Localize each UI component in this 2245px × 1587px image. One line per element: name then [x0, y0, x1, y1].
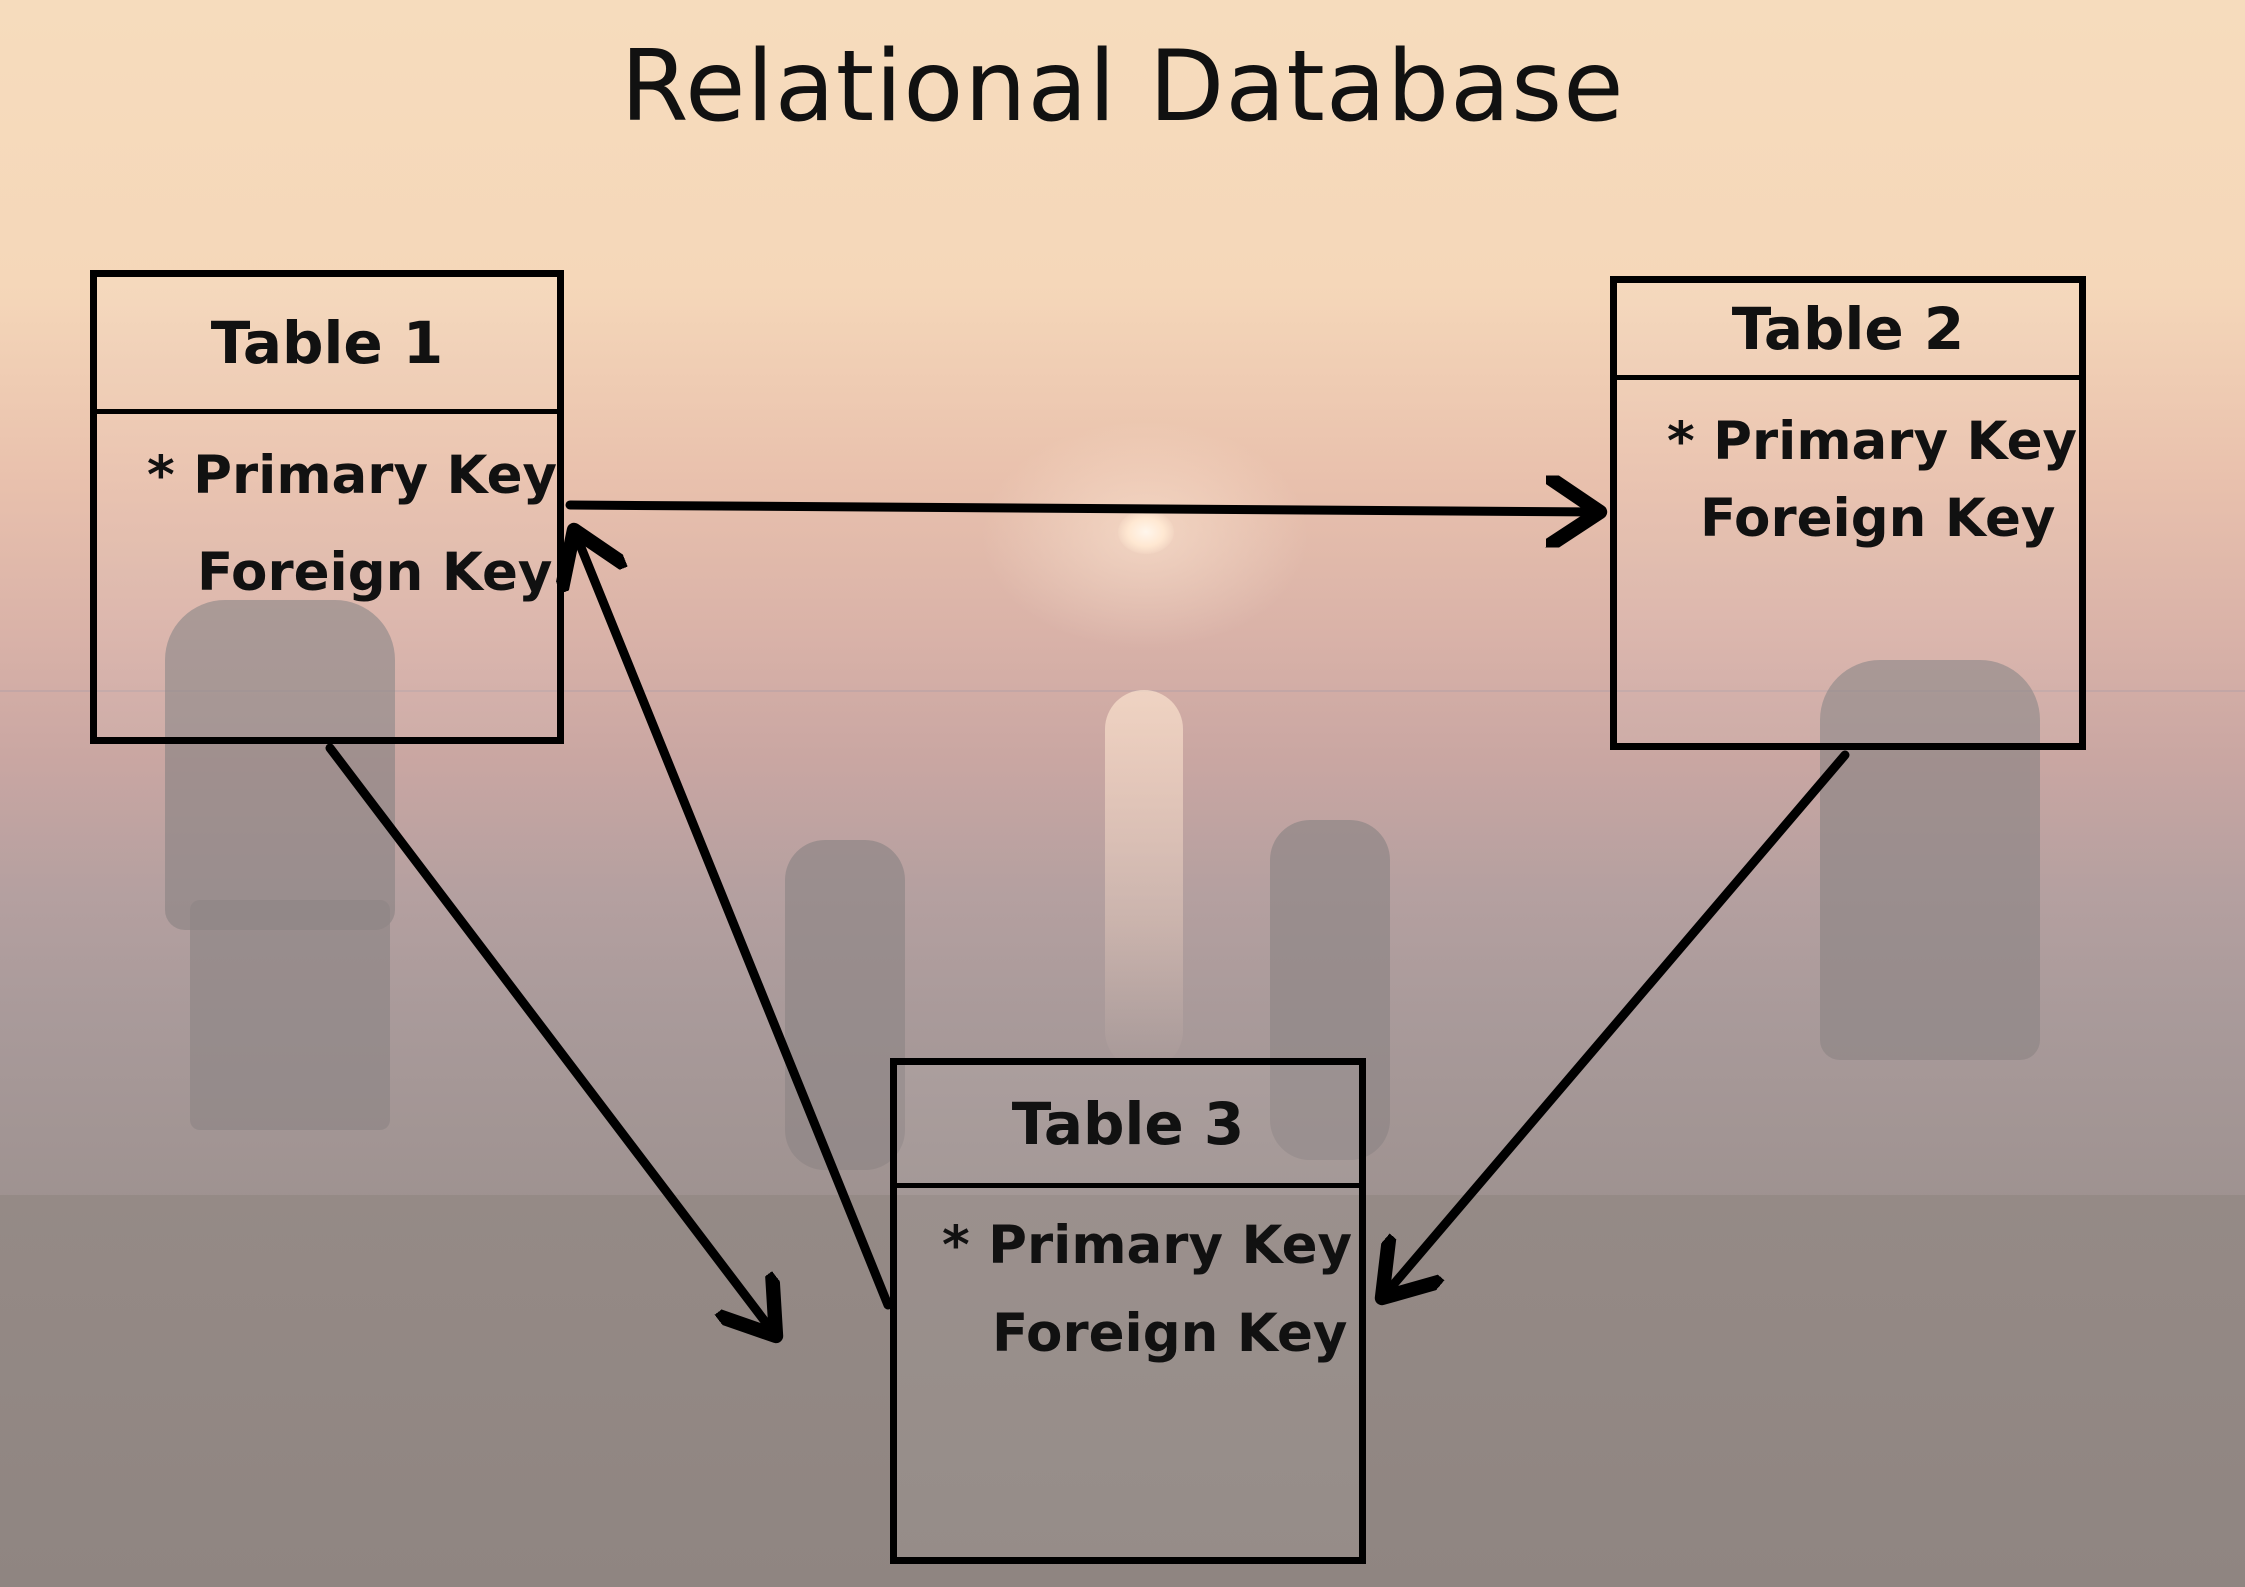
figure-child-right — [1270, 820, 1390, 1160]
figure-adult-left-legs — [190, 900, 390, 1130]
sun — [1118, 510, 1174, 554]
horizon-line — [0, 690, 2245, 692]
table-3-box: Table 3 * Primary Key Foreign Key — [890, 1058, 1366, 1564]
table-2-primary-key: * Primary Key — [1667, 411, 2078, 472]
table-2-header: Table 2 — [1617, 283, 2079, 380]
figure-adult-right — [1820, 660, 2040, 1060]
table-3-primary-key: * Primary Key — [942, 1215, 1353, 1276]
table-2-foreign-key: Foreign Key — [1700, 488, 2056, 549]
arrow-table2-to-table3 — [1382, 750, 1850, 1298]
sun-reflection — [1105, 690, 1183, 1070]
table-1-header: Table 1 — [97, 277, 557, 414]
table-1-box: Table 1 * Primary Key Foreign Key — [90, 270, 564, 744]
arrow-table1-to-table2 — [565, 505, 1600, 512]
diagram-title: Relational Database — [620, 30, 1625, 144]
arrow-table3-to-table1 — [574, 530, 893, 1310]
table-1-primary-key: * Primary Key — [147, 445, 558, 506]
arrow-table1-to-table3 — [325, 743, 776, 1336]
beach — [0, 1195, 2245, 1587]
table-3-header: Table 3 — [897, 1065, 1359, 1188]
table-3-foreign-key: Foreign Key — [992, 1303, 1348, 1364]
figure-adult-left-torso — [165, 600, 395, 930]
table-1-foreign-key: Foreign Key — [197, 542, 553, 603]
figure-child-left — [785, 840, 905, 1170]
table-2-box: Table 2 * Primary Key Foreign Key — [1610, 276, 2086, 750]
